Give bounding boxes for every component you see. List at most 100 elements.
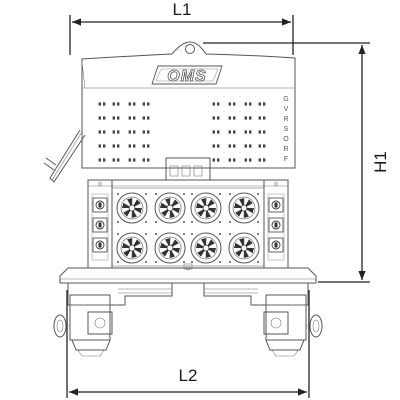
ventilation-grid [98,102,266,162]
vent-hole [128,158,131,162]
vent-hole [228,130,231,134]
vent-hole [98,130,101,134]
vent-hole [263,144,266,148]
vent-hole [128,116,131,120]
vent-hole [212,102,215,106]
left-tire [53,314,67,338]
valve-block [268,197,284,213]
vent-hole [98,116,101,120]
vent-hole [98,158,101,162]
vent-hole [133,158,136,162]
side-letter: O [283,136,289,143]
lifting-eye [185,44,195,54]
vent-hole [103,116,106,120]
side-letter: G [283,96,288,103]
vent-hole [133,130,136,134]
vent-hole [117,102,120,106]
vent-hole [244,144,247,148]
vent-hole [133,144,136,148]
center-connector [165,157,211,181]
vent-hole [103,144,106,148]
valve-block [268,237,284,253]
vent-hole [249,102,252,106]
vent-hole [147,102,150,106]
top-shield [81,41,296,169]
vent-hole [244,116,247,120]
motor [154,232,186,264]
vent-hole [249,130,252,134]
vent-hole [217,130,220,134]
vent-hole [258,144,261,148]
right-jaw [203,282,323,357]
vent-hole [233,116,236,120]
side-letters: G V R S O R F [283,96,289,163]
dimension-h1: H1 [203,42,390,283]
vent-hole [98,102,101,106]
vent-hole [112,116,115,120]
vent-hole [212,158,215,162]
vent-hole [263,102,266,106]
vent-hole [244,130,247,134]
vent-hole [212,130,215,134]
vent-hole [147,116,150,120]
vent-hole [263,130,266,134]
vent-hole [258,116,261,120]
vent-hole [258,102,261,106]
vent-hole [217,116,220,120]
vent-hole [217,144,220,148]
vent-hole [263,158,266,162]
vent-hole [142,116,145,120]
dimension-h1-label: H1 [371,151,390,173]
vent-hole [133,116,136,120]
vent-hole [117,116,120,120]
vent-hole [217,102,220,106]
vent-hole [249,158,252,162]
right-tire [309,314,323,338]
motor [116,232,148,264]
vent-hole [217,158,220,162]
vent-hole [212,144,215,148]
vent-hole [112,144,115,148]
motor [190,192,222,224]
side-letter: R [283,116,288,123]
vent-hole [112,102,115,106]
vent-hole [228,144,231,148]
vent-hole [117,158,120,162]
vent-hole [142,102,145,106]
vent-hole [128,130,131,134]
hydraulic-motors [116,192,260,264]
motor [190,232,222,264]
vent-hole [228,116,231,120]
left-jaw [53,282,173,357]
side-lever [43,129,86,183]
side-valves [91,193,285,261]
vent-hole [228,102,231,106]
vent-hole [142,130,145,134]
motor [228,232,260,264]
vent-hole [142,144,145,148]
vent-hole [249,116,252,120]
vent-hole [233,130,236,134]
vent-hole [263,116,266,120]
vent-hole [112,158,115,162]
vent-hole [228,158,231,162]
vent-hole [103,102,106,106]
motor [154,192,186,224]
vent-hole [98,144,101,148]
vent-hole [147,158,150,162]
dimension-l2-label: L2 [179,366,198,385]
vent-hole [128,144,131,148]
vent-hole [258,158,261,162]
vent-hole [147,144,150,148]
valve-block [92,197,108,213]
vent-hole [212,116,215,120]
dimension-l2: L2 [66,290,310,398]
vent-hole [244,158,247,162]
vent-hole [103,158,106,162]
vent-hole [128,102,131,106]
side-letter: R [283,146,288,153]
vent-hole [233,158,236,162]
vent-hole [103,130,106,134]
